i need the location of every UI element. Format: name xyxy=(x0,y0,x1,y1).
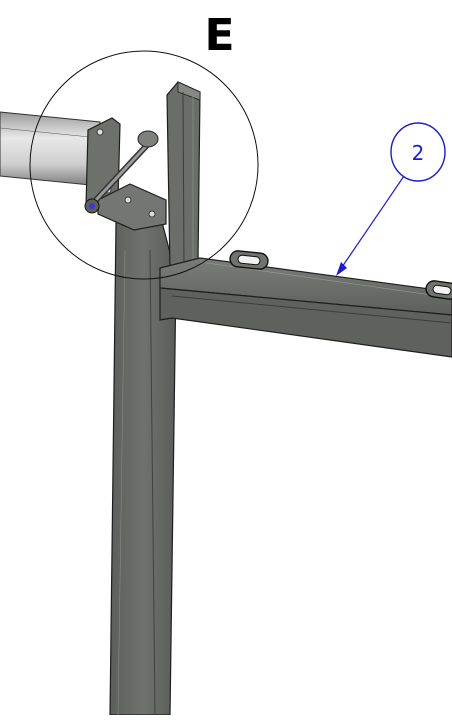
leader-line xyxy=(339,175,405,271)
shaft-pin xyxy=(84,130,159,214)
callout-2 xyxy=(336,122,446,276)
mounting-bracket xyxy=(85,117,167,231)
leader-arrowhead xyxy=(336,262,347,276)
lifting-lug xyxy=(425,280,452,300)
callout-number: 2 xyxy=(411,141,425,165)
roller-tube xyxy=(0,111,101,187)
callout-balloon xyxy=(390,122,446,182)
beam-part-2 xyxy=(159,257,452,358)
detail-circle xyxy=(29,50,259,280)
lifting-lug xyxy=(229,250,269,270)
channel-post xyxy=(166,81,201,271)
vertical-post xyxy=(109,221,177,716)
detail-label: E xyxy=(204,10,236,61)
